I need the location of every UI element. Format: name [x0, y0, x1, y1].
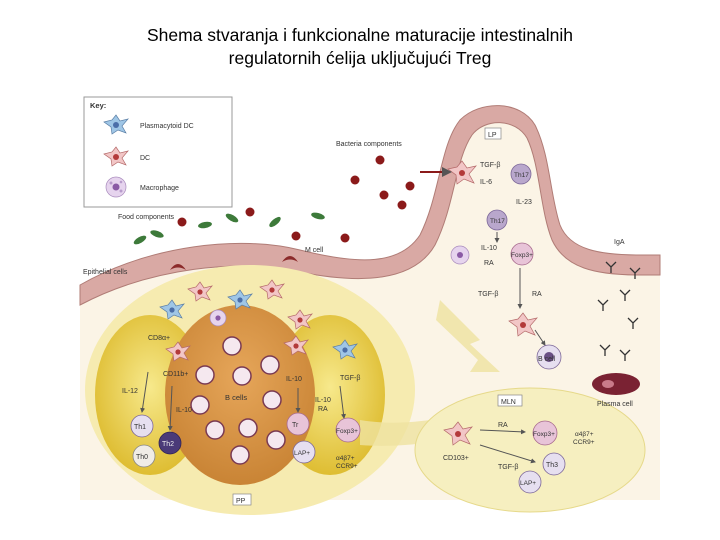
label-il10-2: IL-10 — [176, 407, 192, 414]
label-lp: LP — [488, 132, 497, 139]
lp-box — [484, 127, 502, 140]
label-b-cells: B cells — [225, 393, 247, 402]
label-a4b7-2: α4β7+ — [575, 431, 594, 438]
pdc-icon — [103, 114, 129, 135]
arrow-mln-th3 — [479, 444, 536, 464]
arrow-tgf-foxp3 — [339, 385, 346, 419]
bacteria — [177, 155, 415, 243]
th17-cell-a: Th17 — [510, 163, 532, 185]
th17-b-label: Th17 — [490, 218, 505, 225]
label-iga: IgA — [614, 239, 625, 246]
lap-cell-mln: LAP+ — [518, 470, 542, 494]
th1-cell: Th1 — [130, 414, 154, 438]
arrow-dc-to-bcell — [534, 329, 546, 346]
title-line-2: regulatornih ćelija uključujući Treg — [228, 48, 492, 68]
lap-cell-pp: LAP+ — [292, 440, 316, 464]
label-il10-1: IL-10 — [481, 245, 497, 252]
foxp3-treg-lp: Foxp3+ — [510, 242, 534, 266]
label-ccr9-1: CCR9+ — [336, 463, 358, 470]
label-il10-3: IL-10 — [286, 376, 302, 383]
lap-1-label: LAP+ — [294, 450, 310, 457]
label-tgf-beta-1: TGF-β — [480, 162, 500, 169]
label-cd103: CD103+ — [443, 455, 469, 462]
title-line-1: Shema stvaranja i funkcionalne maturacij… — [146, 25, 574, 45]
lp-to-mln-arrow — [436, 300, 500, 372]
arrow-cd8-th1 — [140, 371, 149, 413]
lap-2-label: LAP+ — [520, 480, 536, 487]
legend-key: Key: Plasmacytoid DC DC Macrophage — [83, 96, 233, 208]
th2-cell: Th2 — [158, 431, 182, 455]
label-epithelial-cells: Epithelial cells — [83, 269, 128, 276]
label-ra-3: RA — [318, 406, 328, 413]
label-tgf-beta-4: TGF-β — [498, 464, 518, 471]
label-ra-2: RA — [532, 291, 542, 298]
label-ra-4: RA — [498, 422, 508, 429]
macrophage-icon — [105, 176, 127, 198]
label-il12: IL-12 — [122, 388, 138, 395]
foxp3-treg-mln: Foxp3+ — [532, 420, 558, 446]
dc-lp-bottom — [508, 312, 538, 337]
label-ra-1: RA — [484, 260, 494, 267]
label-cd11b: CD11b+ — [163, 371, 188, 378]
label-tgf-beta-2: TGF-β — [478, 291, 498, 298]
dc-mln — [443, 421, 473, 446]
dc-villus-top — [447, 160, 477, 185]
macrophage-lp — [450, 245, 470, 265]
dc-icon — [103, 146, 129, 167]
label-a4b7-1: α4β7+ — [336, 455, 355, 462]
arrow-mln-foxp3 — [479, 429, 526, 435]
th1-label: Th1 — [134, 424, 146, 431]
arrow-cd11b-th2 — [167, 385, 173, 431]
food-particles — [133, 212, 325, 245]
iga-antibodies — [597, 261, 641, 361]
foxp3-3-label: Foxp3+ — [533, 431, 555, 438]
label-bacteria-components: Bacteria components — [336, 141, 402, 148]
b-cell-lp: B cell — [536, 344, 562, 370]
th3-label: Th3 — [546, 462, 558, 469]
label-cd8a: CD8α+ — [148, 335, 170, 342]
foxp3-treg-pp: Foxp3+ — [335, 417, 361, 443]
follicle-b-cells — [190, 336, 286, 465]
key-item-dc: DC — [140, 155, 150, 162]
label-il23: IL-23 — [516, 199, 532, 206]
mln-box — [497, 394, 523, 407]
label-il6: IL-6 — [480, 179, 492, 186]
tr-label: Tr — [292, 422, 299, 429]
label-il10-ra-il10: IL-10 — [315, 397, 331, 404]
mesenteric-lymph-node — [414, 387, 646, 513]
label-ccr9-2: CCR9+ — [573, 439, 595, 446]
plasma-cell-label: Plasma cell — [597, 401, 633, 408]
foxp3-1-label: Foxp3+ — [511, 252, 533, 259]
b-cell-label: B cell — [538, 356, 556, 363]
label-mln: MLN — [501, 399, 516, 406]
dome-dendritic-cells — [159, 279, 358, 362]
key-item-pdc: Plasmacytoid DC — [140, 123, 194, 130]
label-pp: PP — [236, 498, 246, 505]
slide-title: Shema stvaranja i funkcionalne maturacij… — [0, 24, 720, 70]
plasma-cell: Plasma cell — [592, 373, 640, 408]
m-cells — [170, 256, 298, 270]
foxp3-2-label: Foxp3+ — [336, 428, 358, 435]
key-item-macrophage: Macrophage — [140, 185, 179, 192]
th0-cell: Th0 — [132, 444, 156, 468]
tr-cell: Tr — [286, 412, 310, 436]
th17-a-label: Th17 — [514, 172, 529, 179]
label-food-components: Food components — [118, 214, 175, 221]
th0-label: Th0 — [136, 454, 148, 461]
pp-box — [232, 493, 252, 506]
th17-cell-b: Th17 — [486, 209, 508, 231]
label-tgf-beta-3: TGF-β — [340, 375, 360, 382]
key-heading: Key: — [90, 101, 106, 110]
th3-cell: Th3 — [542, 452, 566, 476]
epithelial-layer — [79, 105, 661, 306]
label-m-cell: M cell — [305, 247, 324, 254]
th2-label: Th2 — [162, 441, 174, 448]
